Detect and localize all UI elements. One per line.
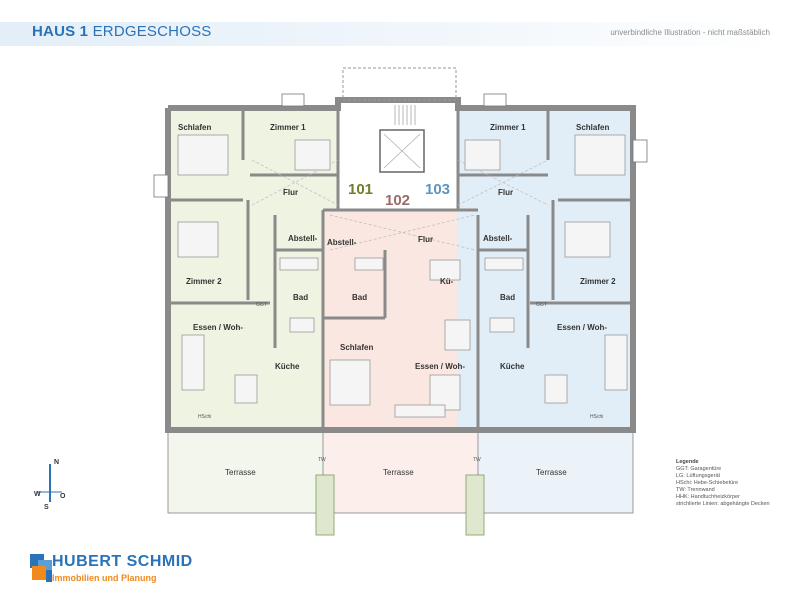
legend-title: Legende <box>676 459 699 465</box>
interior-walls <box>168 100 633 430</box>
unit-101-number: 101 <box>348 181 373 198</box>
page-title: HAUS 1 ERDGESCHOSS <box>32 23 211 40</box>
room-label: Küche <box>500 362 525 371</box>
room-label: Schlafen <box>340 343 373 352</box>
small-label: HSchi <box>198 414 211 420</box>
room-label: Bad <box>500 293 515 302</box>
room-label: Abstell- <box>483 234 513 243</box>
room-label: Zimmer 2 <box>186 277 222 286</box>
room-label: Essen / Woh- <box>557 323 607 332</box>
terrace-right <box>477 429 634 514</box>
room-label: Essen / Woh- <box>193 323 243 332</box>
legend-item: GGT: Garagentüre <box>676 466 722 472</box>
company-tagline: Immobilien und Planung <box>52 573 157 583</box>
legend-item: LG: Lüftungsgerät <box>676 473 721 479</box>
unit-103-number: 103 <box>425 181 450 198</box>
room-label: Abstell- <box>288 234 318 243</box>
room-label: Zimmer 2 <box>580 277 616 286</box>
room-label: Terrasse <box>383 468 414 477</box>
room-label: Abstell- <box>327 238 357 247</box>
small-label: GGT <box>256 302 267 308</box>
room-label: Bad <box>352 293 367 302</box>
room-label: Zimmer 1 <box>270 123 306 132</box>
room-label: Schlafen <box>576 123 609 132</box>
company-logo-mark <box>30 554 52 582</box>
room-label: Flur <box>283 188 298 197</box>
legend-item: TW: Trennwand <box>676 487 715 493</box>
stairs <box>394 105 416 125</box>
small-label: TW <box>473 457 481 463</box>
svg-text:S: S <box>44 504 49 511</box>
disclaimer-text: unverbindliche Illustration - nicht maßs… <box>610 28 770 37</box>
compass: N W O S <box>34 459 66 511</box>
entrance-canopy <box>342 67 457 101</box>
svg-text:W: W <box>34 491 41 498</box>
room-label: Schlafen <box>178 123 211 132</box>
furniture <box>177 134 628 418</box>
room-label: Terrasse <box>225 468 256 477</box>
room-label: Kü- <box>440 277 454 286</box>
room-label: Küche <box>275 362 300 371</box>
room-label: Bad <box>293 293 308 302</box>
unit-102-number: 102 <box>385 192 410 209</box>
room-label: Zimmer 1 <box>490 123 526 132</box>
planters <box>315 474 485 536</box>
title-floor: ERDGESCHOSS <box>88 23 212 40</box>
legend-item: strichlierte Linien: abgehängte Decken <box>676 501 770 507</box>
terrace-center <box>322 429 479 514</box>
company-name: HUBERT SCHMID <box>52 553 193 570</box>
legend: Legende GGT: Garagentüre LG: Lüftungsger… <box>676 459 770 508</box>
legend-item: HSchi: Hebe-Schiebetüre <box>676 480 739 486</box>
room-label: Essen / Woh- <box>415 362 465 371</box>
room-label: Flur <box>418 235 433 244</box>
svg-text:N: N <box>54 459 59 466</box>
small-label: HSchi <box>590 414 603 420</box>
svg-text:O: O <box>60 493 66 500</box>
title-house: HAUS 1 <box>32 23 89 40</box>
legend-item: HHK: Handtuchheizkörper <box>676 494 740 500</box>
small-label: GGT <box>536 302 547 308</box>
room-label: Terrasse <box>536 468 567 477</box>
room-label: Flur <box>498 188 513 197</box>
small-label: TW <box>318 457 326 463</box>
header-bar <box>0 22 780 46</box>
